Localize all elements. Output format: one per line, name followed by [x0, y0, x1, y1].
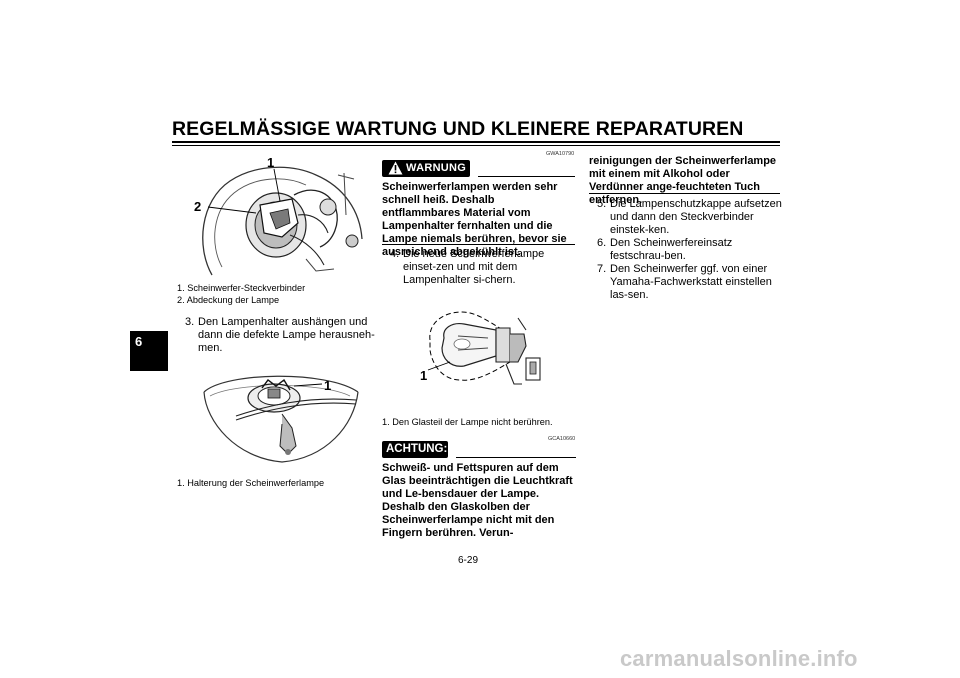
page-number: 6-29	[458, 555, 479, 566]
caution-end-rule	[589, 193, 780, 194]
fig1-caption-1: 1. Scheinwerfer-Steckverbinder	[177, 283, 306, 293]
step-4-number: 4.	[390, 248, 400, 260]
fig1-caption-2: 2. Abdeckung der Lampe	[177, 295, 280, 305]
caution-text-part1: Schweiß- und Fettspuren auf dem Glas bee…	[382, 462, 573, 539]
figure-lamp-holder: 1	[203, 375, 359, 463]
chapter-number: 6	[135, 334, 143, 349]
caution-badge: ACHTUNG:	[382, 441, 448, 458]
fig2-caption-1: 1. Halterung der Scheinwerferlampe	[177, 478, 325, 488]
chapter-tab: 6	[130, 331, 168, 371]
fig2-callout-1: 1	[324, 378, 331, 393]
step-5-number: 5.	[597, 198, 607, 210]
watermark: carmanualsonline.info	[620, 646, 858, 671]
page-title: REGELMÄSSIGE WARTUNG UND KLEINERE REPARA…	[172, 118, 744, 140]
caution-code: GCA10660	[548, 436, 576, 442]
step-4-text: Die neue Scheinwerferlampe einset-zen un…	[403, 248, 545, 286]
warning-code: GWA10790	[546, 151, 575, 157]
step-3: 3. Den Lampenhalter aushängen und dann d…	[185, 316, 385, 356]
step-7-text: Den Scheinwerfer ggf. von einer Yamaha-F…	[610, 263, 772, 301]
warning-triangle-icon	[388, 161, 403, 175]
step-5-text: Die Lampenschutzkappe aufsetzen und dann…	[610, 198, 782, 236]
step-6-text: Den Scheinwerfereinsatz festschrau-ben.	[610, 237, 733, 262]
step-7-number: 7.	[597, 263, 607, 275]
warning-text: Scheinwerferlampen werden sehr schnell h…	[382, 181, 567, 258]
step-3-number: 3.	[185, 316, 195, 328]
fig1-callout-1: 1	[267, 155, 274, 170]
caution-label: ACHTUNG:	[386, 443, 448, 455]
fig3-callout-1: 1	[420, 368, 427, 383]
warning-badge-line	[478, 176, 575, 177]
warning-end-rule	[382, 244, 575, 245]
step-4: 4. Die neue Scheinwerferlampe einset-zen…	[390, 248, 580, 288]
warning-label: WARNUNG	[406, 162, 467, 174]
step-5: 5. Die Lampenschutzkappe aufsetzen und d…	[597, 198, 787, 238]
warning-badge: WARNUNG	[382, 160, 470, 177]
step-6: 6. Den Scheinwerfereinsatz festschrau-be…	[597, 237, 787, 263]
title-rule-thin	[172, 145, 780, 146]
fig3-caption-1: 1. Den Glasteil der Lampe nicht berühren…	[382, 417, 553, 427]
figure-headlight-connector: 1 2	[194, 155, 363, 276]
caution-text-part2: reinigungen der Scheinwerferlampe mit ei…	[589, 155, 777, 206]
fig1-callout-2: 2	[194, 199, 201, 214]
step-3-text: Den Lampenhalter aushängen und dann die …	[198, 316, 375, 354]
title-rule	[172, 141, 780, 143]
warning-box: WARNUNG Scheinwerferlampen werden sehr s…	[382, 160, 575, 258]
step-7: 7. Den Scheinwerfer ggf. von einer Yamah…	[597, 263, 787, 303]
caution-badge-line	[456, 457, 576, 458]
figure-bulb: 1	[420, 311, 541, 385]
step-6-number: 6.	[597, 237, 607, 249]
